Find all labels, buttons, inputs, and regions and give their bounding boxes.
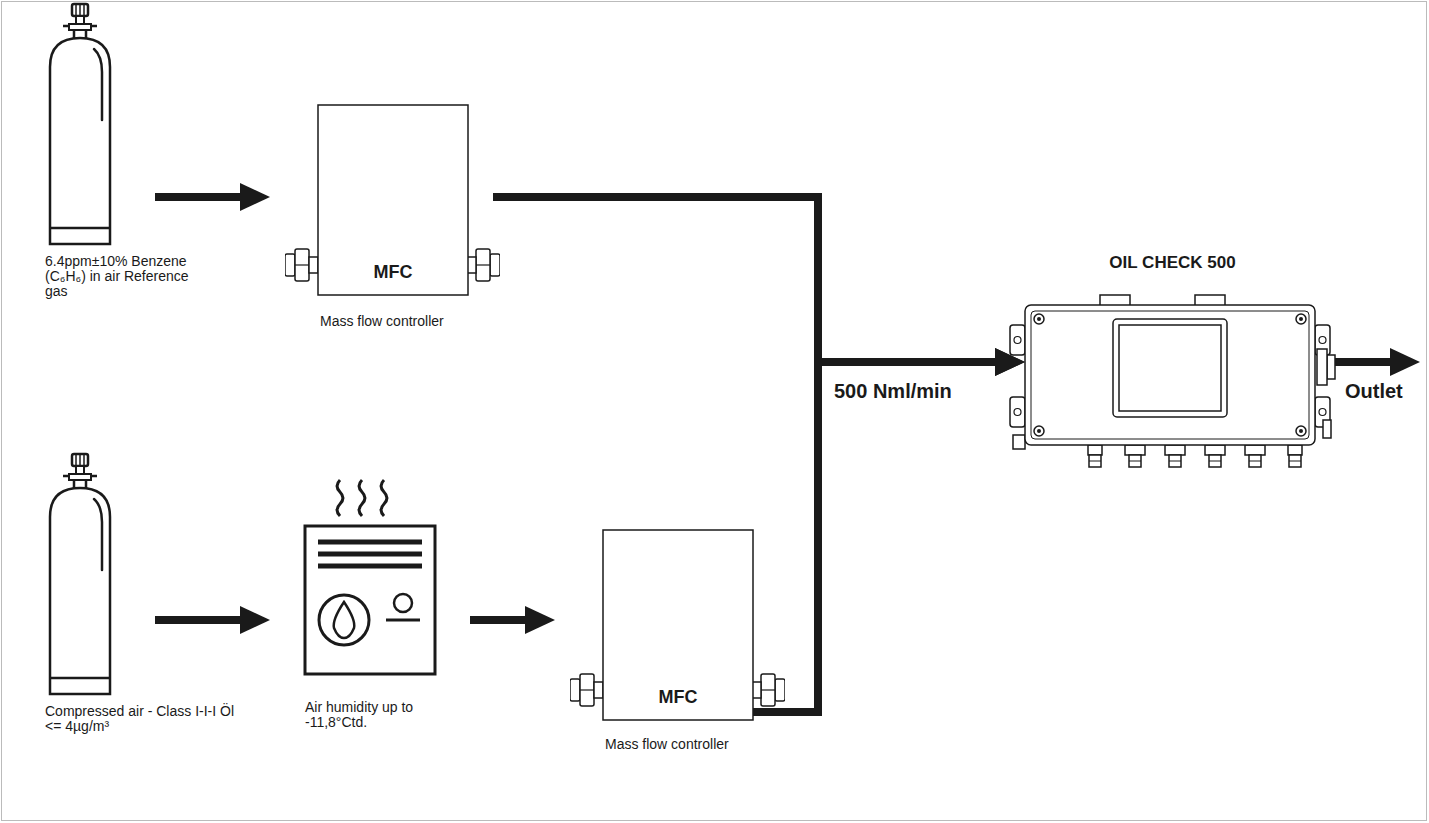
gas-cylinder-outline xyxy=(45,2,115,247)
device-label: MFC xyxy=(318,263,468,282)
caption-text: 6.4ppm±10% Benzene (C₆H₆) in air Referen… xyxy=(45,254,195,299)
arrow-head xyxy=(240,606,270,634)
humidifier: Air humidity up to -11,8°Ctd. xyxy=(300,478,470,738)
connector-line xyxy=(155,616,244,624)
flow-connector xyxy=(470,606,555,634)
caption-text: Mass flow controller xyxy=(320,314,520,329)
flow-rate-label: 500 Nml/min xyxy=(832,380,954,403)
caption-text: OIL CHECK 500 xyxy=(1005,254,1340,272)
mass-flow-controller: MFC Mass flow controller xyxy=(570,525,807,765)
gas-cylinder-outline xyxy=(45,452,115,697)
flow-connector xyxy=(493,197,1025,376)
arrow-head xyxy=(525,606,555,634)
connector-line xyxy=(493,197,999,362)
flow-connector xyxy=(155,606,270,634)
gas-cylinder: Compressed air - Class I-I-I Öl <= 4µg/m… xyxy=(40,452,280,762)
humidifier-outline xyxy=(300,478,440,678)
arrow-head xyxy=(240,183,270,211)
connector-line xyxy=(155,193,244,201)
oil-check-device-outline xyxy=(1005,285,1340,475)
mass-flow-controller: MFC Mass flow controller xyxy=(285,100,522,340)
outlet-label: Outlet xyxy=(1343,380,1405,403)
caption-text: Mass flow controller xyxy=(605,737,805,752)
device-label: MFC xyxy=(603,688,753,707)
flow-connector xyxy=(155,183,270,211)
flow-connector xyxy=(753,348,1025,712)
caption-text: Air humidity up to -11,8°Ctd. xyxy=(305,700,445,730)
connector-line xyxy=(753,362,999,712)
oil-check-device: OIL CHECK 500 xyxy=(1005,250,1342,475)
caption-text: Compressed air - Class I-I-I Öl <= 4µg/m… xyxy=(45,704,250,734)
connector-line xyxy=(470,616,529,624)
gas-cylinder: 6.4ppm±10% Benzene (C₆H₆) in air Referen… xyxy=(40,2,260,302)
